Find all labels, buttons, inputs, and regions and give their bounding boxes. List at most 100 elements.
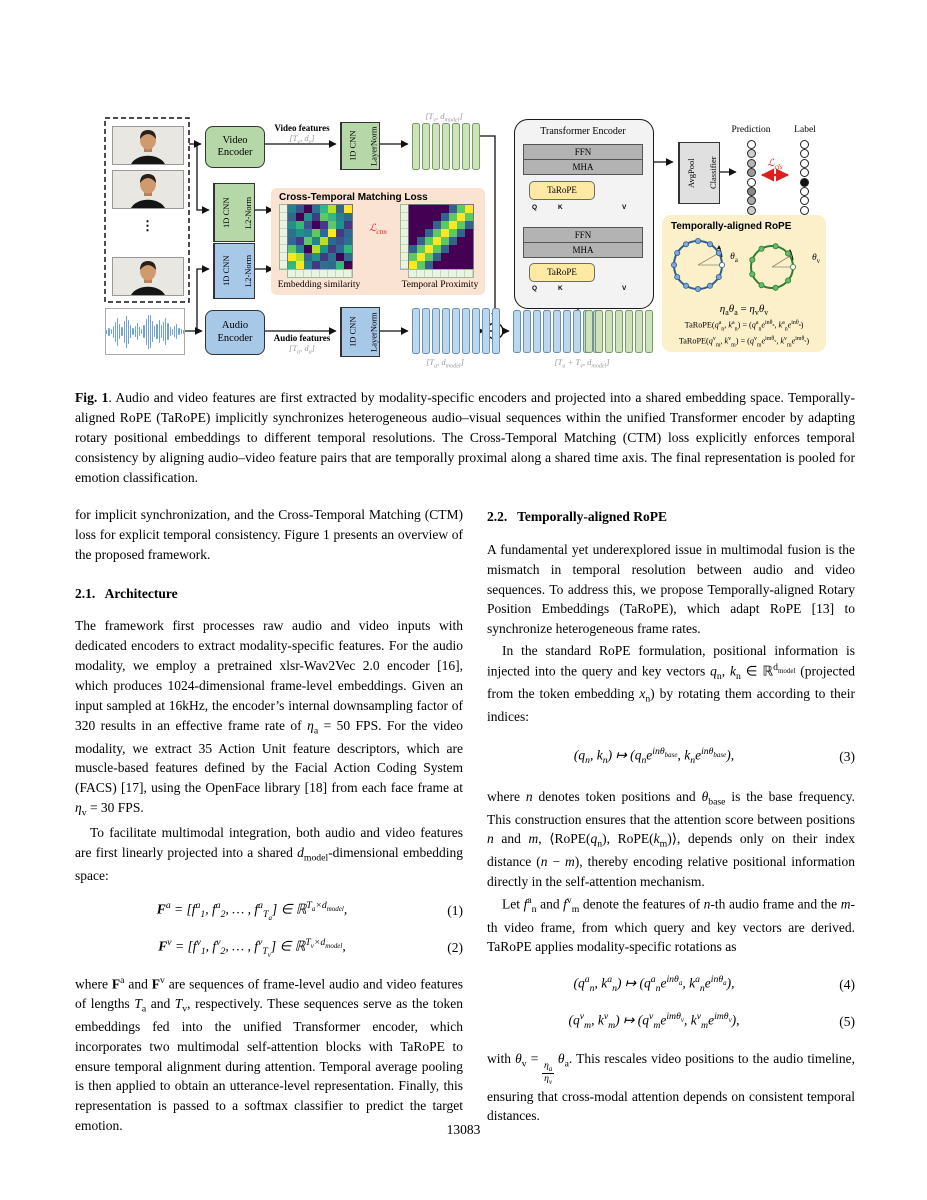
proximity-caption: Temporal Proximity xyxy=(401,280,479,290)
paragraph: To facilitate multimodal integration, bo… xyxy=(75,825,463,883)
k-label-bottom: K xyxy=(558,285,563,292)
k-label-top: K xyxy=(558,204,563,211)
audio-1dcnn-cell: 1D CNN xyxy=(214,244,237,298)
face-frame-2 xyxy=(112,170,184,209)
ctm-title: Cross-Temporal Matching Loss xyxy=(279,192,428,203)
equation-2: Fv = [fv1, fv2, … , fvTv] ∈ ℝTv×dmodel, … xyxy=(75,936,463,960)
page-number: 13083 xyxy=(446,1122,481,1137)
theta-a-label: θa xyxy=(730,252,738,264)
audio-features-label: Audio features xyxy=(273,333,331,343)
pool-classifier-box: AvgPool Classifier xyxy=(678,142,720,204)
equation-number: (4) xyxy=(839,977,855,993)
paragraph: where Fa and Fv are sequences of frame-l… xyxy=(75,974,463,1134)
figure-1-diagram: ⋮ Video Encoder Video features [Tv, dv] … xyxy=(73,100,855,385)
equation-3: (qn, kn) ↦ (qneinθbase, kneinθbase), (3) xyxy=(487,745,855,768)
face-avatar-icon xyxy=(131,261,165,295)
paragraph: The framework first processes raw audio … xyxy=(75,618,463,819)
label-circles xyxy=(800,140,809,225)
audio-features-dim: [Ta, da] xyxy=(289,343,315,356)
paragraph: Let fan and fvm denote the features of n… xyxy=(487,895,855,955)
q-label-top: Q xyxy=(532,204,538,211)
equation-body: (qan, kan) ↦ (qaneinθa, kaneinθa), xyxy=(573,974,735,995)
paragraph: where n denotes token positions and θbas… xyxy=(487,788,856,890)
tarope-panel-title: Temporally-aligned RoPE xyxy=(671,221,792,232)
mha-top: MHA xyxy=(523,159,643,175)
tarope-video-equation: TaRoPE(qvm, kvm) = (qvmeimθv, kvmeimθv) xyxy=(678,336,810,349)
audio-layernorm-cell: LayerNorm xyxy=(368,312,379,352)
similarity-col-ticks xyxy=(287,269,353,278)
proximity-col-ticks xyxy=(408,269,474,278)
fused-stack-dim: [Ta + Tv, dmodel] xyxy=(554,357,610,370)
tarope-panel xyxy=(662,215,826,352)
audio-cnn-layernorm-box: 1D CNN LayerNorm xyxy=(340,307,380,357)
v-label-bottom: V xyxy=(622,285,627,292)
equation-4: (qan, kan) ↦ (qaneinθa, kaneinθa), (4) xyxy=(487,973,856,996)
video-token-stack xyxy=(412,123,480,170)
equation-number: (2) xyxy=(447,940,463,956)
equation-body: Fv = [fv1, fv2, … , fvTv] ∈ ℝTv×dmodel, xyxy=(158,937,346,960)
embedding-similarity-heatmap xyxy=(287,204,353,270)
video-cnn-l2norm-box: 1D CNN L2-Norm xyxy=(213,183,255,242)
face-frame-1 xyxy=(112,126,184,165)
waveform-box xyxy=(105,308,185,355)
avgpool-cell: AvgPool xyxy=(679,143,702,203)
equation-number: (3) xyxy=(839,749,855,764)
audio-rotation-circle xyxy=(671,238,726,293)
equation-body: (qn, kn) ↦ (qneinθbase, kneinθbase), xyxy=(573,746,735,767)
cls-loss-label: ℒcls xyxy=(767,158,783,171)
ffn-top: FFN xyxy=(523,144,643,160)
video-1dcnn-cell: 1D CNN xyxy=(214,184,237,241)
v-label-top: V xyxy=(622,204,627,211)
video-stack-dim: [Tv, dmodel] xyxy=(425,111,463,124)
right-column: 2.2. Temporally-aligned RoPE A fundament… xyxy=(487,505,855,1128)
tarope-top: TaRoPE xyxy=(529,181,595,200)
label-label: Label xyxy=(794,125,816,135)
video-features-label: Video features xyxy=(274,123,330,133)
equation-number: (5) xyxy=(839,1013,855,1029)
audio-encoder-box: Audio Encoder xyxy=(205,310,265,355)
video-encoder-box: Video Encoder xyxy=(205,126,265,168)
equation-number: (1) xyxy=(447,903,463,918)
prediction-label: Prediction xyxy=(731,125,771,135)
tarope-bottom: TaRoPE xyxy=(529,263,595,282)
audio-l2norm-cell: L2-Norm xyxy=(243,254,253,288)
audio-stack-dim: [Ta, dmodel] xyxy=(426,357,464,370)
transformer-title: Transformer Encoder xyxy=(540,126,626,137)
ffn-bottom: FFN xyxy=(523,227,643,243)
classifier-cell: Classifier xyxy=(708,156,718,190)
mha-bottom: MHA xyxy=(523,242,643,258)
audio-token-stack xyxy=(412,308,500,354)
face-frame-3 xyxy=(112,257,184,296)
section-heading-tarope: 2.2. Temporally-aligned RoPE xyxy=(487,509,668,524)
rope-frequency-equation: ηaθa = ηvθv xyxy=(719,303,769,318)
prediction-circles xyxy=(747,140,756,225)
section-heading-architecture: 2.1. Architecture xyxy=(75,585,178,601)
ctm-loss-label: ℒctm xyxy=(369,223,387,236)
equation-1: Fa = [fa1, fa2, … , faTa] ∈ ℝTa×dmodel, … xyxy=(75,899,463,923)
left-column: for implicit synchronization, and the Cr… xyxy=(75,505,463,1138)
q-label-bottom: Q xyxy=(532,285,538,292)
video-l2norm-cell: L2-Norm xyxy=(243,196,253,229)
theta-v-label: θv xyxy=(811,253,821,265)
video-1dcnn-cell: 1D CNN xyxy=(341,123,363,169)
video-cnn-layernorm-box: 1D CNN LayerNorm xyxy=(340,122,380,170)
audio-1dcnn-cell: 1D CNN xyxy=(341,308,363,356)
face-avatar-icon xyxy=(131,130,165,164)
equation-5: (qvm, kvm) ↦ (qvmeimθv, kvmeimθv), (5) xyxy=(487,1010,855,1033)
figure-1-caption: Fig. 1. Audio and video features are fir… xyxy=(75,390,855,486)
paragraph: In the standard RoPE formulation, positi… xyxy=(487,643,856,725)
similarity-caption: Embedding similarity xyxy=(277,280,361,290)
equation-body: (qvm, kvm) ↦ (qvmeimθv, kvmeimθv), xyxy=(568,1010,740,1031)
equation-body: Fa = [fa1, fa2, … , faTa] ∈ ℝTa×dmodel, xyxy=(156,899,348,922)
face-avatar-icon xyxy=(131,174,165,208)
audio-cnn-l2norm-box: 1D CNN L2-Norm xyxy=(213,243,255,299)
paragraph: for implicit synchronization, and the Cr… xyxy=(75,507,463,562)
frames-ellipsis: ⋮ xyxy=(141,218,154,233)
video-rotation-circle xyxy=(749,243,797,291)
paragraph: A fundamental yet underexplored issue in… xyxy=(487,541,855,637)
fused-token-stack-video xyxy=(585,310,653,353)
video-layernorm-cell: LayerNorm xyxy=(368,126,379,166)
video-features-dim: [Tv, dv] xyxy=(289,133,315,146)
